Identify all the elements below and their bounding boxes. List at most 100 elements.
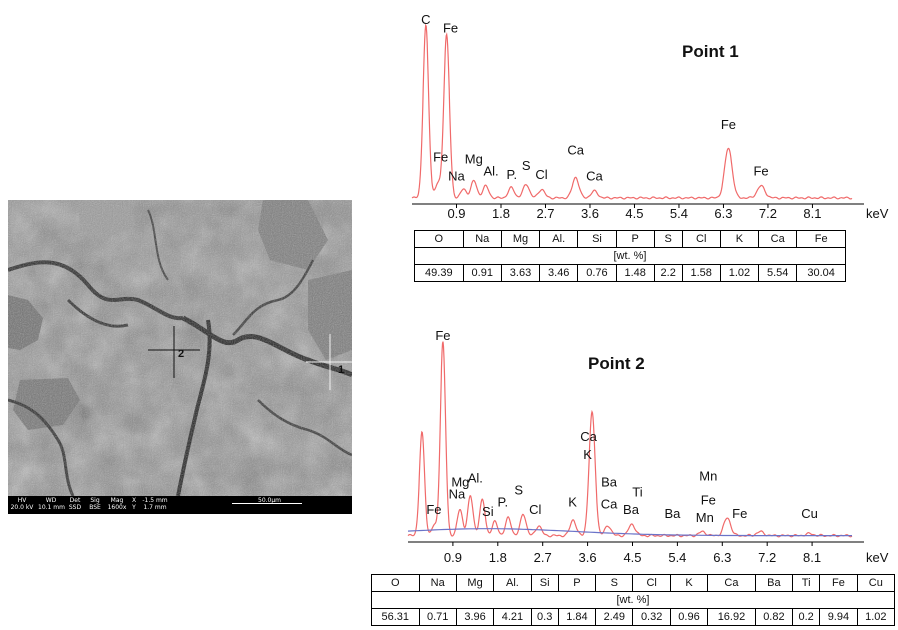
peak-label: Ca xyxy=(567,143,584,158)
wt-value: 0.96 xyxy=(669,608,709,626)
sem-info-bar: HV 20.0 kV WD 10.1 mm Det SSD Sig BSE Ma… xyxy=(8,496,352,514)
element-header: Mg xyxy=(455,574,495,592)
wt-value: 56.31 xyxy=(371,608,420,626)
mag-header: Mag xyxy=(110,497,124,504)
x-tick-label: 8.1 xyxy=(803,206,821,221)
x-axis-label: keV xyxy=(866,550,889,565)
peak-label: S xyxy=(522,158,531,173)
x-tick-label: 7.2 xyxy=(758,550,776,565)
spectrum-line xyxy=(411,23,853,200)
x-header: X xyxy=(131,497,137,504)
element-header: Si xyxy=(577,230,617,248)
wt-value: 49.39 xyxy=(414,264,464,282)
peak-label: Fe xyxy=(701,492,716,507)
wt-value: 5.54 xyxy=(758,264,798,282)
wd-header: WD xyxy=(45,497,57,504)
peak-label: Fe xyxy=(721,117,736,132)
peak-label: Na xyxy=(448,169,465,184)
sem-micrograph: 2 1 HV 20.0 kV WD 10.1 mm Det SSD Sig BS… xyxy=(8,200,352,514)
element-header: Mg xyxy=(500,230,541,248)
element-header: Al. xyxy=(493,574,532,592)
peak-label: Ba xyxy=(601,474,618,489)
wt-value: 9.94 xyxy=(819,608,858,626)
peak-label: K xyxy=(583,447,592,462)
x-tick-label: 0.9 xyxy=(447,206,465,221)
x-tick-label: 4.5 xyxy=(625,206,643,221)
wt-value: 30.04 xyxy=(796,264,846,282)
element-header: P xyxy=(557,574,597,592)
element-header: Ca xyxy=(707,574,756,592)
x-tick-label: 2.7 xyxy=(534,550,552,565)
element-header: S xyxy=(653,230,683,248)
peak-label: P. xyxy=(507,167,518,182)
wt-value: 0.82 xyxy=(754,608,794,626)
element-header: O xyxy=(414,230,464,248)
unit-row: [wt. %] xyxy=(414,247,846,265)
x-tick-label: 0.9 xyxy=(444,550,462,565)
wt-value: 0.32 xyxy=(632,608,671,626)
x-tick-label: 1.8 xyxy=(489,550,507,565)
background-fit-line xyxy=(407,528,852,537)
peak-label: Fe xyxy=(435,328,450,343)
x-tick-label: 3.6 xyxy=(579,550,597,565)
y-coordinate: 1.7 mm xyxy=(143,504,167,511)
peak-label: P. xyxy=(497,494,508,509)
element-header: K xyxy=(719,230,760,248)
element-header: Cl xyxy=(681,230,721,248)
spectrum-line xyxy=(407,341,853,538)
peak-label: Al. xyxy=(468,471,483,486)
wt-value: 3.46 xyxy=(539,264,579,282)
peak-label: Fe xyxy=(732,506,747,521)
element-header: O xyxy=(371,574,420,592)
wt-value: 3.63 xyxy=(500,264,541,282)
wt-value: 1.02 xyxy=(856,608,896,626)
peak-label: Cl xyxy=(529,502,541,517)
mag-value: 1600x xyxy=(107,504,127,511)
x-tick-label: 8.1 xyxy=(803,550,821,565)
peak-label: Mn xyxy=(699,469,717,484)
wt-value: 1.84 xyxy=(557,608,597,626)
hv-header: HV xyxy=(17,497,27,504)
wd-value: 10.1 mm xyxy=(38,504,65,511)
peak-label: Ba xyxy=(623,502,640,517)
point-1-label: 1 xyxy=(338,364,344,376)
peak-label: Mg xyxy=(451,474,469,489)
x-tick-label: 1.8 xyxy=(492,206,510,221)
peak-label: S xyxy=(514,482,523,497)
x-tick-label: 4.5 xyxy=(623,550,641,565)
element-header: Fe xyxy=(796,230,846,248)
det-header: Det xyxy=(69,497,81,504)
element-header: Fe xyxy=(819,574,858,592)
scale-label: 50.0µm xyxy=(258,497,282,504)
peak-label: Cl xyxy=(535,167,547,182)
wt-value: 0.71 xyxy=(418,608,457,626)
wt-value: 16.92 xyxy=(707,608,756,626)
point-2-crosshair xyxy=(148,326,200,378)
peak-label: Ca xyxy=(601,496,618,511)
point-1-title: Point 1 xyxy=(682,42,739,61)
element-header: K xyxy=(669,574,709,592)
peak-label: Mn xyxy=(696,510,714,525)
element-header: Na xyxy=(418,574,457,592)
peak-label: Cu xyxy=(801,506,818,521)
peak-label: Na xyxy=(449,486,466,501)
peak-label: C xyxy=(421,12,430,27)
element-header: Ba xyxy=(754,574,794,592)
wt-value: 3.96 xyxy=(455,608,495,626)
peak-label: Al. xyxy=(484,163,499,178)
x-tick-label: 5.4 xyxy=(668,550,686,565)
wt-value: 1.48 xyxy=(615,264,655,282)
x-coordinate: -1.5 mm xyxy=(142,497,168,504)
element-header: P xyxy=(615,230,655,248)
wt-value: 2.49 xyxy=(595,608,634,626)
element-header: Ti xyxy=(792,574,821,592)
x-tick-label: 6.3 xyxy=(714,206,732,221)
x-tick-label: 5.4 xyxy=(670,206,688,221)
wt-value: 4.21 xyxy=(493,608,532,626)
element-header: Al. xyxy=(539,230,579,248)
